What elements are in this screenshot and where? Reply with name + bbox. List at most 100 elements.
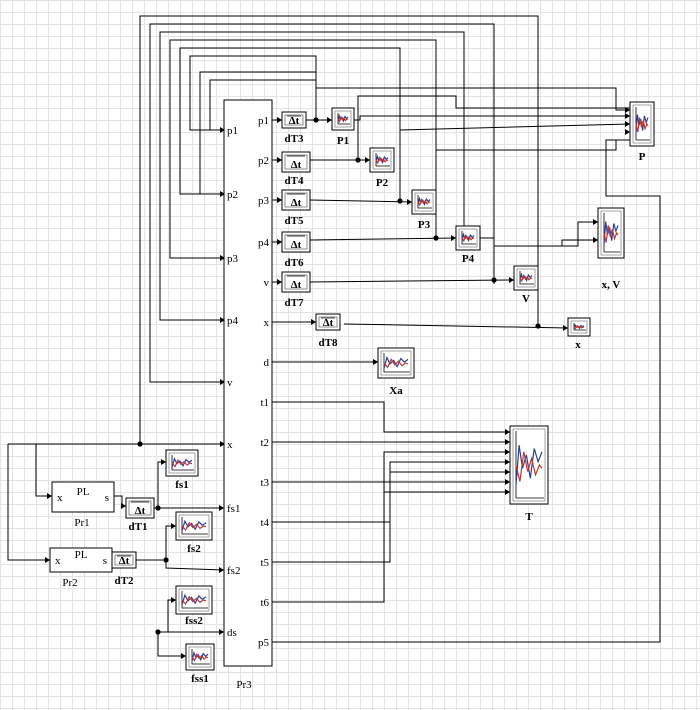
delay-label: dT2 [115,575,134,587]
scope-fs2[interactable]: fs2 [175,511,213,555]
scope-x[interactable]: x [567,317,591,351]
arrowhead [277,197,282,203]
wire [357,95,630,160]
scope-p3[interactable]: P3 [411,189,437,231]
delay-block-dt5[interactable]: Δt dT5 [281,189,311,227]
main-in-port-p2: p2 [227,189,238,201]
arrowhead [407,199,412,205]
scope-label: P2 [376,177,389,189]
wires [7,15,661,659]
main-out-port-p4: p4 [258,237,270,249]
pl-title: PL [77,486,90,498]
scope-v[interactable]: V [513,265,539,305]
wire [354,115,630,121]
wire-p1-feedback [189,55,317,131]
scope-trace-red [519,274,533,283]
main-in-port-p1: p1 [227,125,238,137]
scope-xa[interactable]: Xa [377,347,415,397]
wire [309,199,413,203]
arrowhead [277,239,282,245]
scope-p4[interactable]: P4 [455,225,481,265]
arrowhead [505,429,510,435]
wire [343,323,569,329]
scope-label: x, V [602,279,621,291]
scope-p2[interactable]: P2 [369,147,395,189]
wire-p4-feedback [159,31,465,321]
delay-label: dT7 [285,297,304,309]
junction-dot [491,277,497,283]
wire [272,451,510,483]
delay-block-dt2[interactable]: Δt dT2 [111,551,137,587]
wire-p3-feedback [169,39,437,259]
wire [114,495,126,507]
wire-p5-return [272,139,661,643]
main-out-port-t5: t5 [260,557,269,569]
junction-dot [137,441,143,447]
arrowhead [625,121,630,127]
pl-label: Pr2 [62,577,77,589]
main-in-port-fs1: fs1 [227,503,240,515]
scope-fss1[interactable]: fss1 [185,643,215,685]
delay-symbol: Δt [291,279,302,291]
arrowhead [219,629,224,635]
arrowhead [505,439,510,445]
scope-trace-red [181,521,207,532]
scope-trace-red [337,115,349,123]
main-out-port-v: v [264,277,270,289]
wire [399,123,631,201]
scope-trace-red [573,324,585,330]
wire [272,471,510,563]
wire [480,221,598,247]
scope-p1[interactable]: P1 [331,107,355,147]
arrowhead [505,449,510,455]
scope-label: x [575,339,581,351]
main-block-pr3[interactable]: Pr3p1p2p3p4vxfs1fs2dsp1p2p3p4vxdt1t2t3t4… [223,99,273,691]
arrowhead [220,127,225,133]
arrowhead [625,129,630,135]
main-out-port-x: x [264,317,270,329]
wire [309,279,515,283]
scope-trace-red [461,234,475,243]
scope-t[interactable]: T [509,425,549,523]
arrowhead [625,113,630,119]
arrowhead [451,235,456,241]
arrowhead [171,523,176,529]
scope-label: P [639,151,646,163]
delay-label: dT5 [285,215,304,227]
delay-label: dT1 [129,521,148,533]
delay-label: dT3 [285,133,304,145]
arrowhead [365,157,370,163]
arrowhead [181,653,186,659]
main-in-port-x: x [227,439,233,451]
arrowhead [593,219,598,225]
delay-block-dt7[interactable]: Δt dT7 [281,271,311,309]
scope-trace-red [383,358,409,369]
scope-xv[interactable]: x, V [597,207,625,291]
wire [494,239,598,247]
wire [157,632,186,657]
delay-symbol: Δt [119,555,130,567]
junction-dot [535,323,541,329]
scope-label: fss2 [185,615,203,627]
scope-p[interactable]: P [629,101,655,163]
wire [167,599,176,632]
scope-fss2[interactable]: fss2 [175,585,213,627]
main-out-port-t3: t3 [260,477,269,489]
scope-label: fs2 [187,543,201,555]
delay-symbol: Δt [323,317,334,329]
delay-symbol: Δt [291,197,302,209]
scope-fs1[interactable]: fs1 [165,449,199,491]
wire [309,237,457,241]
pl-out-port: s [105,492,109,504]
arrowhead [593,237,598,243]
pl-in-port: x [55,555,61,567]
